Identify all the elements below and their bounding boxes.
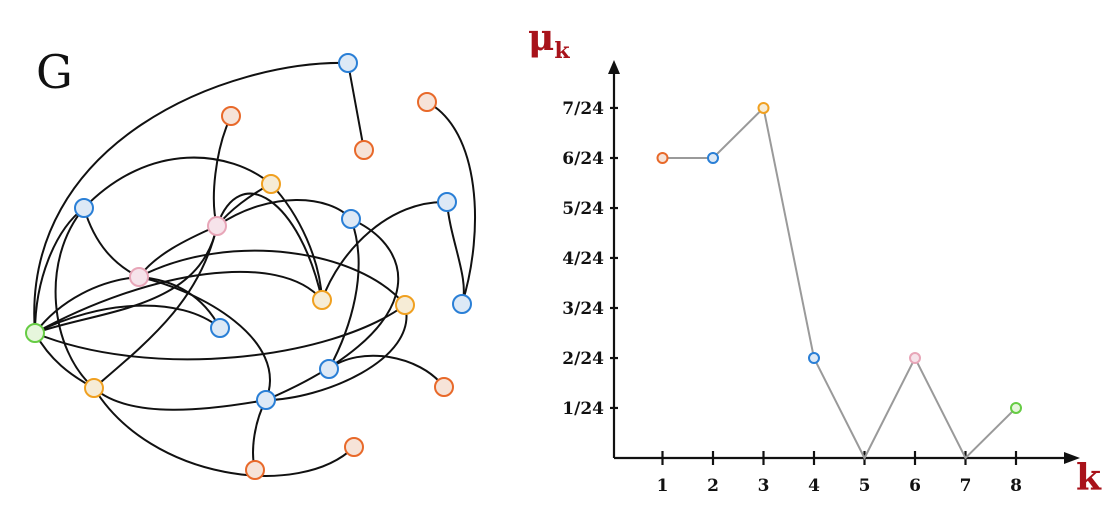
series-line-group <box>662 105 1017 461</box>
graph-node-orange <box>344 437 364 457</box>
graph-edge-b-o <box>426 101 477 305</box>
graph-edge-s-j <box>138 276 271 401</box>
graph-edge-n-a <box>33 61 349 334</box>
graph-edge-f-j <box>83 207 140 278</box>
data-point-k6 <box>909 352 921 365</box>
graph-node-yellow <box>84 378 104 398</box>
y-axis-label-subscript: k <box>554 38 570 64</box>
y-tick-label: 7/24 <box>562 99 604 119</box>
graph-edge-g-k <box>216 192 323 301</box>
graph-edge-f-e <box>83 156 272 209</box>
graph-edge-j-l <box>138 249 406 306</box>
graph-edge-c-g <box>212 115 232 227</box>
graph-node-orange <box>417 92 437 112</box>
y-tick-label: 4/24 <box>562 249 604 269</box>
graph-edges <box>33 61 477 477</box>
graph-node-yellow <box>261 174 281 194</box>
graph-edge-q-g <box>93 225 218 389</box>
graph-node-blue <box>210 318 230 338</box>
graph-edge-f-q <box>54 207 95 389</box>
graph-edge-n-m <box>34 304 221 334</box>
graph-edge-e-k <box>270 183 323 301</box>
data-point-k4 <box>808 352 820 365</box>
y-axis-label: μk <box>528 17 570 64</box>
graph-edge-q-s <box>93 387 267 411</box>
graph-edge-i-o <box>446 201 465 305</box>
graph-edge-i-k <box>321 200 448 301</box>
graph-node-blue <box>74 198 94 218</box>
y-tick-label: 1/24 <box>562 399 604 419</box>
graph-label: G <box>36 45 73 99</box>
graph-node-pink <box>207 216 227 236</box>
graph-edge-n-f <box>34 207 85 334</box>
x-tick-label: 2 <box>707 476 719 496</box>
y-tick-label: 3/24 <box>562 299 604 319</box>
graph-edge-h-p <box>328 218 360 370</box>
graph-node-yellow <box>395 295 415 315</box>
graph-edge-n-l <box>34 304 406 361</box>
graph-node-orange <box>434 377 454 397</box>
graph-node-pink <box>129 267 149 287</box>
graph-node-green <box>25 323 45 343</box>
x-tick-label: 4 <box>808 476 820 496</box>
x-axis-label: k <box>1076 457 1102 499</box>
data-point-k3 <box>757 101 770 114</box>
x-axis-arrow <box>1064 452 1080 464</box>
data-point-k2 <box>707 152 719 164</box>
graph-node-blue <box>341 209 361 229</box>
graph-edge-l-s <box>265 304 408 401</box>
x-tick-label: 5 <box>859 476 871 496</box>
data-point-k8 <box>1010 401 1022 414</box>
graph-node-orange <box>245 460 265 480</box>
y-tick-label: 2/24 <box>562 349 604 369</box>
y-tick-label: 5/24 <box>562 199 604 219</box>
graph-edge-p-r <box>328 354 445 388</box>
chart-axes <box>608 60 1080 464</box>
graph-edge-s-u <box>252 399 267 471</box>
y-tick-label: 6/24 <box>562 149 604 169</box>
graph-node-orange <box>354 140 374 160</box>
series-line <box>662 105 1017 461</box>
graph-node-blue <box>452 294 472 314</box>
graph-node-blue <box>256 390 276 410</box>
x-tick-label: 3 <box>758 476 770 496</box>
graph-edge-a-d <box>347 62 365 151</box>
data-point-k1 <box>656 152 669 164</box>
y-axis-arrow <box>608 60 620 74</box>
graph-edge-j-n <box>34 276 140 334</box>
graph-node-blue <box>338 53 358 73</box>
graph-edge-g-h <box>216 199 352 227</box>
x-tick-label: 7 <box>960 476 972 496</box>
y-axis-label-symbol: μ <box>528 17 554 59</box>
x-tick-label: 6 <box>909 476 921 496</box>
y-ticks: 1/24 2/24 3/24 4/24 5/24 6/24 7/24 <box>562 99 618 419</box>
graph-edge-q-t <box>93 387 355 477</box>
graph-nodes <box>25 53 472 480</box>
graph-node-yellow <box>312 290 332 310</box>
x-tick-label: 1 <box>657 476 669 496</box>
graph-node-orange <box>221 106 241 126</box>
series-points <box>656 101 1022 414</box>
graph-edge-n-k <box>34 270 323 334</box>
graph-node-blue <box>319 359 339 379</box>
graph-panel: G <box>25 45 477 480</box>
graph-edge-g-j <box>138 225 218 278</box>
graph-node-blue <box>437 192 457 212</box>
x-tick-label: 8 <box>1010 476 1022 496</box>
